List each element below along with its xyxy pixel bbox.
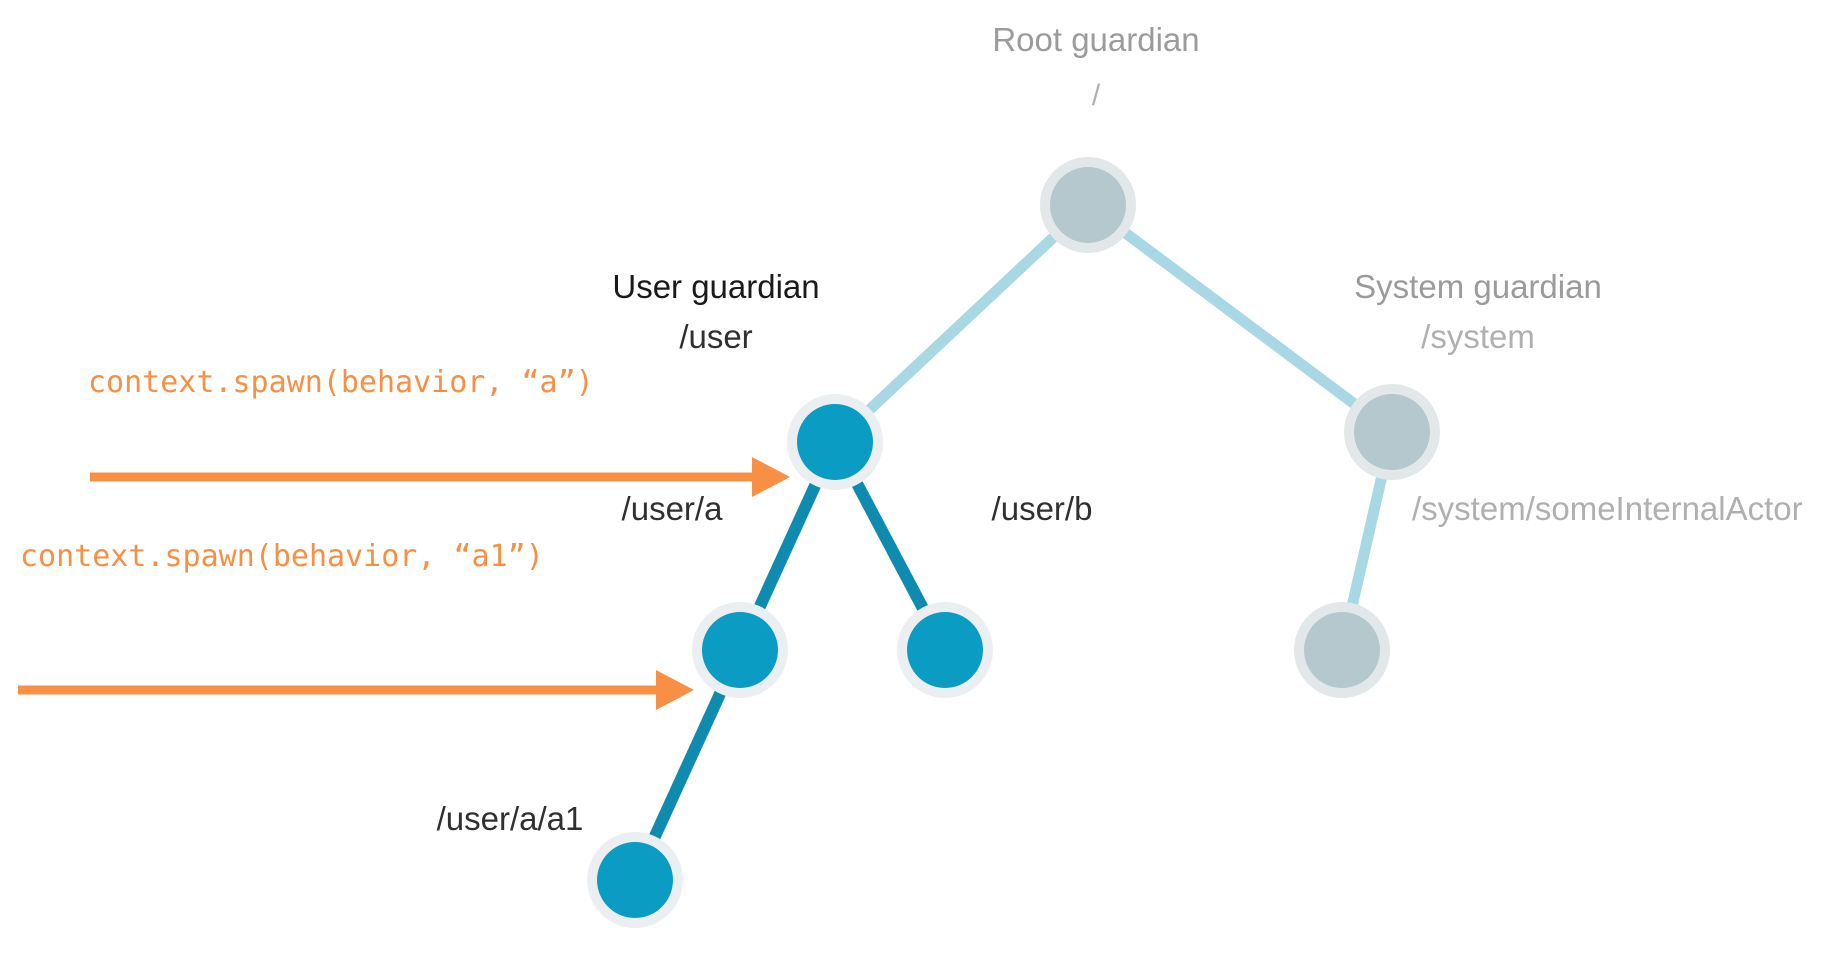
- node-user-a-a1[interactable]: [587, 832, 683, 928]
- node-root-guardian[interactable]: [1040, 157, 1136, 253]
- node-user-guardian[interactable]: [787, 394, 883, 490]
- node-system-guardian[interactable]: [1344, 384, 1440, 480]
- annotation-spawn-a-text: context.spawn(behavior, “a”): [88, 365, 594, 400]
- node-user-a-core: [702, 612, 778, 688]
- label-user-guardian-path: /user: [679, 318, 752, 355]
- annotation-layer: context.spawn(behavior, “a”) context.spa…: [18, 365, 790, 710]
- node-user-b-core: [907, 612, 983, 688]
- edge-root-to-system: [1084, 200, 1396, 437]
- node-system-guardian-core: [1354, 394, 1430, 470]
- label-system-guardian-path: /system: [1421, 318, 1535, 355]
- node-user-a-a1-core: [597, 842, 673, 918]
- node-system-some-internal-actor-core: [1304, 612, 1380, 688]
- label-layer: Root guardian / User guardian /user Syst…: [437, 21, 1803, 837]
- annotation-spawn-a: context.spawn(behavior, “a”): [88, 365, 790, 497]
- label-user-a-a1-path: /user/a/a1: [437, 800, 584, 837]
- label-system-some-internal-actor-path: /system/someInternalActor: [1412, 490, 1803, 527]
- node-user-a[interactable]: [692, 602, 788, 698]
- edge-root-to-user: [831, 200, 1092, 447]
- annotation-spawn-a1-text: context.spawn(behavior, “a1”): [20, 539, 544, 574]
- label-system-guardian-title: System guardian: [1354, 268, 1602, 305]
- edge-layer: [629, 200, 1398, 883]
- annotation-spawn-a1: context.spawn(behavior, “a1”): [18, 539, 694, 710]
- node-user-guardian-core: [797, 404, 873, 480]
- annotation-spawn-a1-arrowhead: [656, 670, 694, 710]
- label-user-b-path: /user/b: [992, 490, 1093, 527]
- annotation-spawn-a-arrowhead: [752, 457, 790, 497]
- label-root-guardian-path: /: [1092, 79, 1101, 112]
- label-user-a-path: /user/a: [622, 490, 724, 527]
- label-root-guardian-title: Root guardian: [992, 21, 1199, 58]
- node-root-guardian-core: [1050, 167, 1126, 243]
- node-layer: [587, 157, 1440, 928]
- label-user-guardian-title: User guardian: [612, 268, 819, 305]
- node-user-b[interactable]: [897, 602, 993, 698]
- node-system-some-internal-actor[interactable]: [1294, 602, 1390, 698]
